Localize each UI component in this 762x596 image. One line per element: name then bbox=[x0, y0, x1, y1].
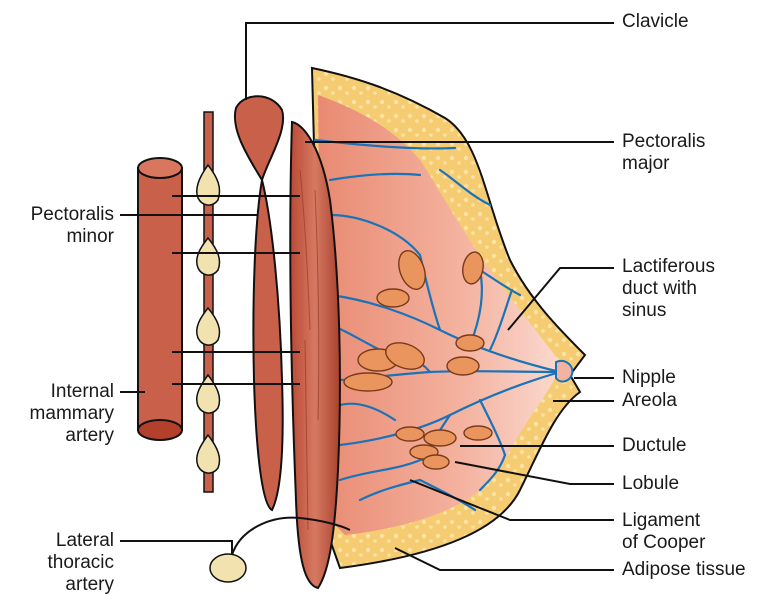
label-internal-mammary-artery: Internal mammary artery bbox=[6, 381, 114, 447]
label-nipple: Nipple bbox=[622, 367, 676, 389]
label-clavicle: Clavicle bbox=[622, 11, 689, 33]
label-pectoralis-major: Pectoralis major bbox=[622, 131, 705, 175]
label-areola: Areola bbox=[622, 390, 677, 412]
label-lateral-thoracic-artery: Lateral thoracic artery bbox=[6, 530, 114, 596]
label-lobule: Lobule bbox=[622, 473, 679, 495]
label-lactiferous-duct: Lactiferous duct with sinus bbox=[622, 256, 715, 322]
nipple-shape bbox=[556, 361, 572, 382]
label-ligament-of-cooper: Ligament of Cooper bbox=[622, 510, 705, 554]
internal-mammary-artery bbox=[138, 158, 182, 440]
pectoralis-minor-muscle bbox=[235, 96, 283, 510]
label-pectoralis-minor: Pectoralis minor bbox=[6, 204, 114, 248]
label-adipose-tissue: Adipose tissue bbox=[622, 559, 746, 581]
label-ductule: Ductule bbox=[622, 435, 686, 457]
lateral-thoracic-node bbox=[210, 554, 246, 582]
